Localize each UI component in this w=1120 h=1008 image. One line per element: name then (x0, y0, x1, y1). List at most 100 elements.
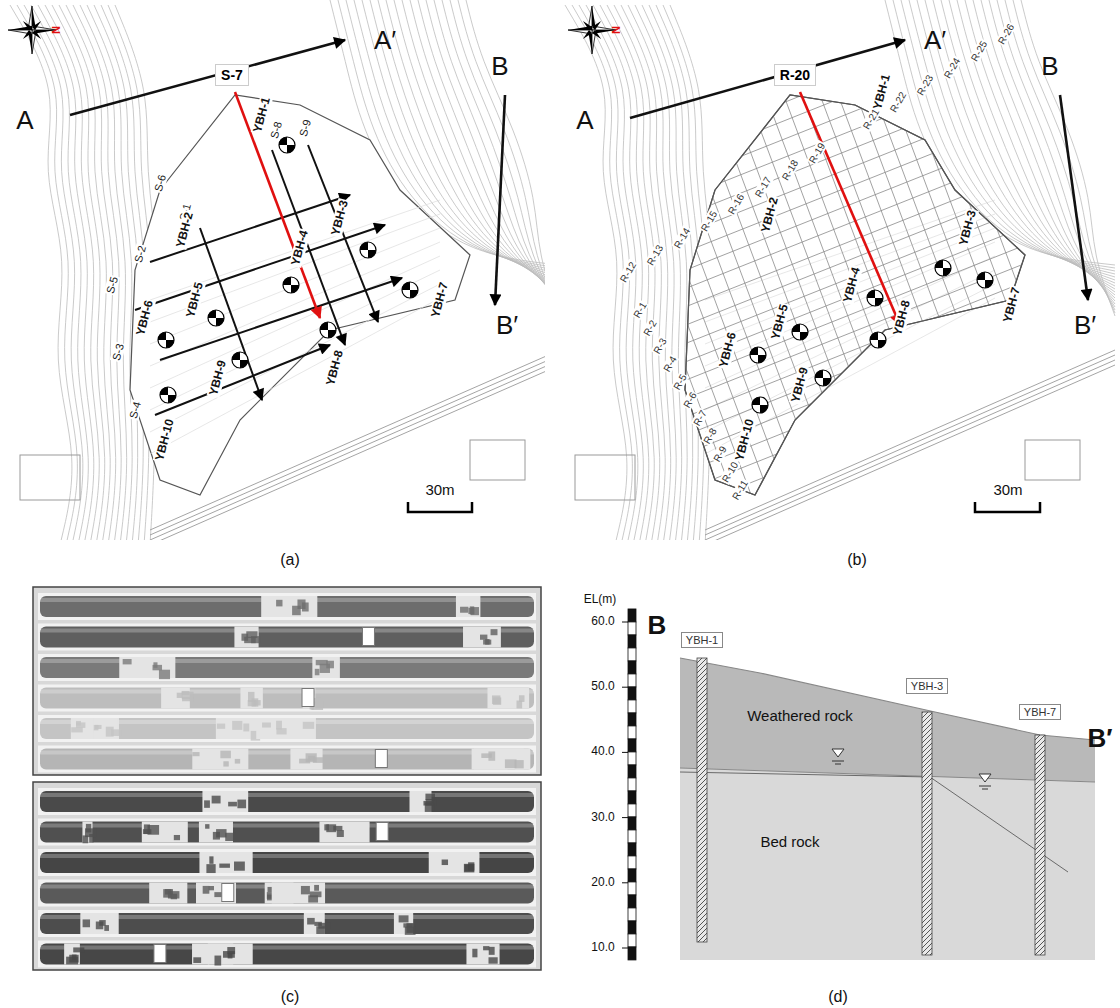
scale-bar (408, 502, 472, 512)
node-text: YBH-1 (686, 634, 718, 647)
borehole-symbol (360, 242, 376, 258)
panel-caption: (d) (828, 988, 848, 1006)
borehole-id: YBH-3 (329, 198, 352, 238)
contour-line (10, 5, 72, 540)
borehole-id: YBH-4 (289, 228, 312, 268)
section-letter: B (491, 52, 508, 81)
grid-line-id: R-8 (701, 425, 720, 446)
section-id: S-8 (268, 119, 285, 141)
terrace-line (705, 214, 995, 322)
scale-label: 30m (425, 482, 454, 499)
contour-line (614, 5, 665, 540)
borehole-symbol (935, 260, 951, 276)
section-letter: A (16, 106, 33, 135)
section-line (272, 150, 345, 345)
contour-line (66, 5, 116, 540)
section-id: S-2 (132, 243, 149, 265)
grid-line-id: R-16 (725, 191, 746, 217)
section-tag: R-20 (774, 64, 816, 86)
terrace-line (150, 298, 440, 454)
grid-line-id: R-22 (887, 89, 908, 115)
grid-line-id: R-5 (671, 371, 690, 392)
grid-line-id: R-4 (661, 353, 680, 374)
panel-caption: (a) (280, 551, 300, 569)
grid-line-id: R-1 (631, 299, 650, 320)
contour-line (649, 5, 693, 540)
section-id: S-3 (110, 341, 127, 363)
section-letter: A′ (374, 26, 396, 55)
grid-line-id: R-2 (641, 317, 660, 338)
borehole-column (1035, 735, 1045, 955)
contour-line (466, 0, 545, 316)
contour-line (565, 5, 627, 540)
grid-line-id: R-3 (651, 335, 670, 356)
grid-line-id: R-7 (691, 407, 710, 428)
panel-caption: (b) (847, 551, 867, 569)
stratum-label: Weathered rock (747, 708, 853, 725)
site-boundary (130, 95, 470, 495)
topographic-map (565, 0, 1115, 540)
node-text: YBH-7 (1024, 706, 1056, 719)
section-end: B (648, 611, 667, 640)
grid-line-id: R-19 (806, 140, 827, 166)
contour-line (579, 5, 638, 540)
terrace-line (150, 256, 440, 388)
selected-section-line (800, 92, 900, 325)
borehole-tag: YBH-3 (906, 678, 948, 695)
grid-line-id: R-9 (711, 443, 730, 464)
north-letter: N (610, 26, 622, 34)
borehole-column (697, 658, 707, 942)
grid-line-id: R-26 (995, 21, 1016, 47)
axis-tick-label: 20.0 (591, 876, 614, 889)
borehole-id: YBH-9 (207, 358, 230, 398)
borehole-symbol (867, 290, 883, 306)
grid-line-id: R-23 (914, 72, 935, 98)
contour-line (600, 5, 654, 540)
contour-line (52, 5, 105, 540)
section-line (160, 278, 402, 360)
borehole-symbol (160, 387, 176, 403)
water-table-symbol (832, 749, 844, 764)
borehole-symbol (232, 352, 248, 368)
geologic-section (622, 609, 1095, 960)
grid-line-id: R-13 (644, 242, 665, 268)
section-id: S-9 (297, 117, 314, 139)
axis-tick-label: 50.0 (591, 681, 614, 694)
borehole-id: YBH-9 (789, 365, 812, 405)
contour-line (87, 5, 132, 540)
borehole-symbol (977, 272, 993, 288)
section-letter: B (1041, 52, 1058, 81)
section-line-a (70, 40, 345, 115)
section-end: B′ (1087, 724, 1112, 753)
borehole-id: YBH-5 (184, 280, 207, 320)
contour-line (80, 5, 127, 540)
grid-line-id: R-15 (698, 208, 719, 234)
building-outline (1025, 440, 1080, 480)
grid-line-id: R-14 (671, 225, 692, 251)
contour-line (1021, 0, 1115, 316)
building-outline (575, 455, 635, 500)
borehole-symbol (815, 370, 831, 386)
north-letter: N (50, 26, 62, 34)
contour-line (45, 5, 99, 540)
contour-line (642, 5, 687, 540)
borehole-id: YBH-5 (769, 302, 792, 342)
borehole-id: YBH-8 (324, 348, 347, 388)
borehole-symbol (750, 347, 766, 363)
contour-line (635, 5, 682, 540)
borehole-id: YBH-7 (1001, 285, 1024, 325)
borehole-id: YBH-7 (429, 280, 452, 320)
node-text: S-7 (221, 67, 243, 83)
grid-line-id: R-6 (681, 389, 700, 410)
borehole-column (922, 712, 932, 955)
section-letter: A′ (924, 26, 946, 55)
north-arrow (568, 6, 616, 54)
selected-section-line (235, 92, 320, 318)
borehole-symbol (870, 332, 886, 348)
borehole-id: YBH-6 (134, 298, 157, 338)
borehole-id: YBH-6 (717, 330, 740, 370)
terrace-line (150, 214, 440, 322)
section-line (150, 195, 350, 262)
site-boundary (685, 95, 1025, 495)
